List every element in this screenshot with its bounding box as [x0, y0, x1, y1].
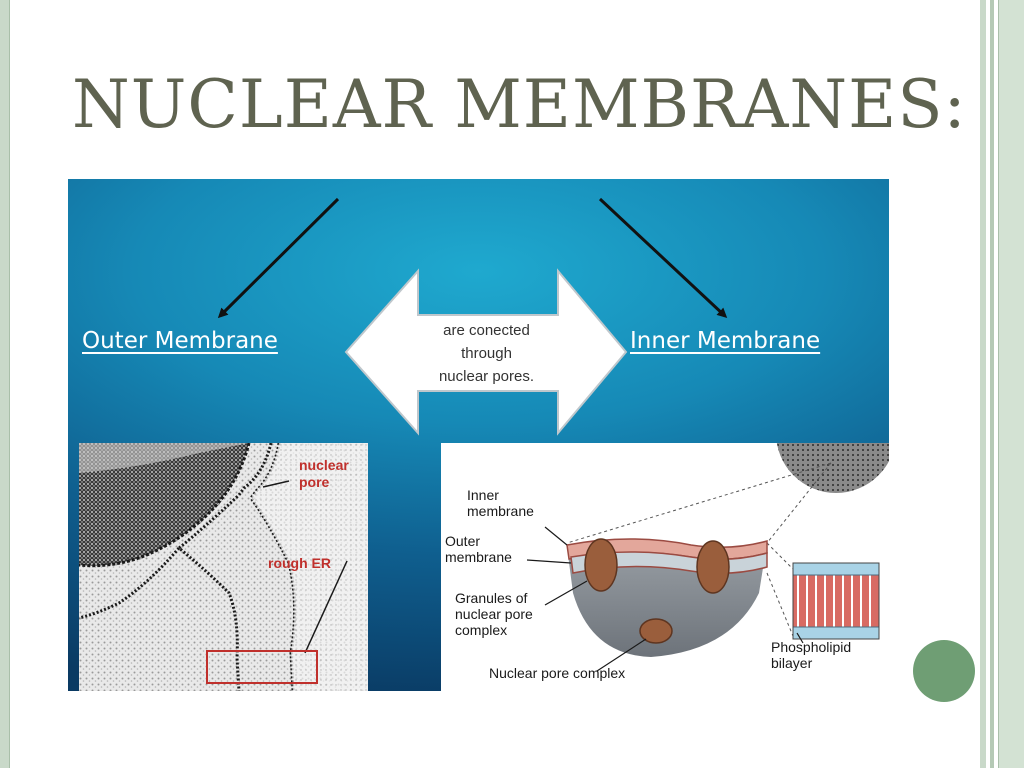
- nuclear-pore-illustration: Inner membrane Outer membrane Granules o…: [441, 443, 889, 691]
- granules-callout-line: nuclear pore: [455, 606, 533, 622]
- arrow-to-outer-membrane: [217, 197, 340, 319]
- nuclear-pore-complex-callout: Nuclear pore complex: [489, 665, 626, 681]
- granules-callout-line: Granules of: [455, 590, 528, 606]
- inner-membrane-callout-line: Inner: [467, 487, 499, 503]
- outer-membrane-callout-line: Outer: [445, 533, 481, 549]
- double-headed-arrow-shape: [344, 268, 628, 436]
- granules-callout-line: complex: [455, 622, 508, 638]
- connector-text-line: nuclear pores.: [438, 368, 535, 385]
- connector-text-line: through: [461, 345, 512, 362]
- connector-text: are conected through nuclear pores.: [414, 319, 559, 388]
- membrane-diagram-panel: Outer Membrane Inner Membrane are conect…: [68, 179, 889, 691]
- left-frame-border: [0, 0, 10, 768]
- right-frame-border: [976, 0, 1024, 768]
- phospholipid-bilayer-callout-line: Phospholipid: [771, 639, 852, 655]
- decorative-green-dot: [913, 640, 975, 702]
- outer-membrane-callout-line: membrane: [445, 549, 512, 565]
- arrow-to-inner-membrane: [598, 197, 728, 319]
- panel-arrows: [217, 197, 728, 436]
- illustration-drawing: [526, 443, 889, 672]
- highlight-box: [206, 650, 318, 684]
- slide-title: NUCLEAR MEMBRANES:: [72, 66, 967, 143]
- outer-membrane-label: Outer Membrane: [82, 328, 278, 354]
- nuclear-pore-label-line: nuclear: [299, 457, 349, 473]
- phospholipid-bilayer-callout-line: bilayer: [771, 655, 813, 671]
- nuclear-pore-label-line: pore: [299, 474, 330, 490]
- micrograph-drawing: [79, 443, 368, 691]
- connector-text-line: are conected: [443, 322, 530, 339]
- rough-er-label: rough ER: [268, 555, 331, 571]
- electron-micrograph: nuclear pore rough ER: [79, 443, 368, 691]
- inner-membrane-callout-line: membrane: [467, 503, 534, 519]
- inner-membrane-label: Inner Membrane: [630, 328, 821, 354]
